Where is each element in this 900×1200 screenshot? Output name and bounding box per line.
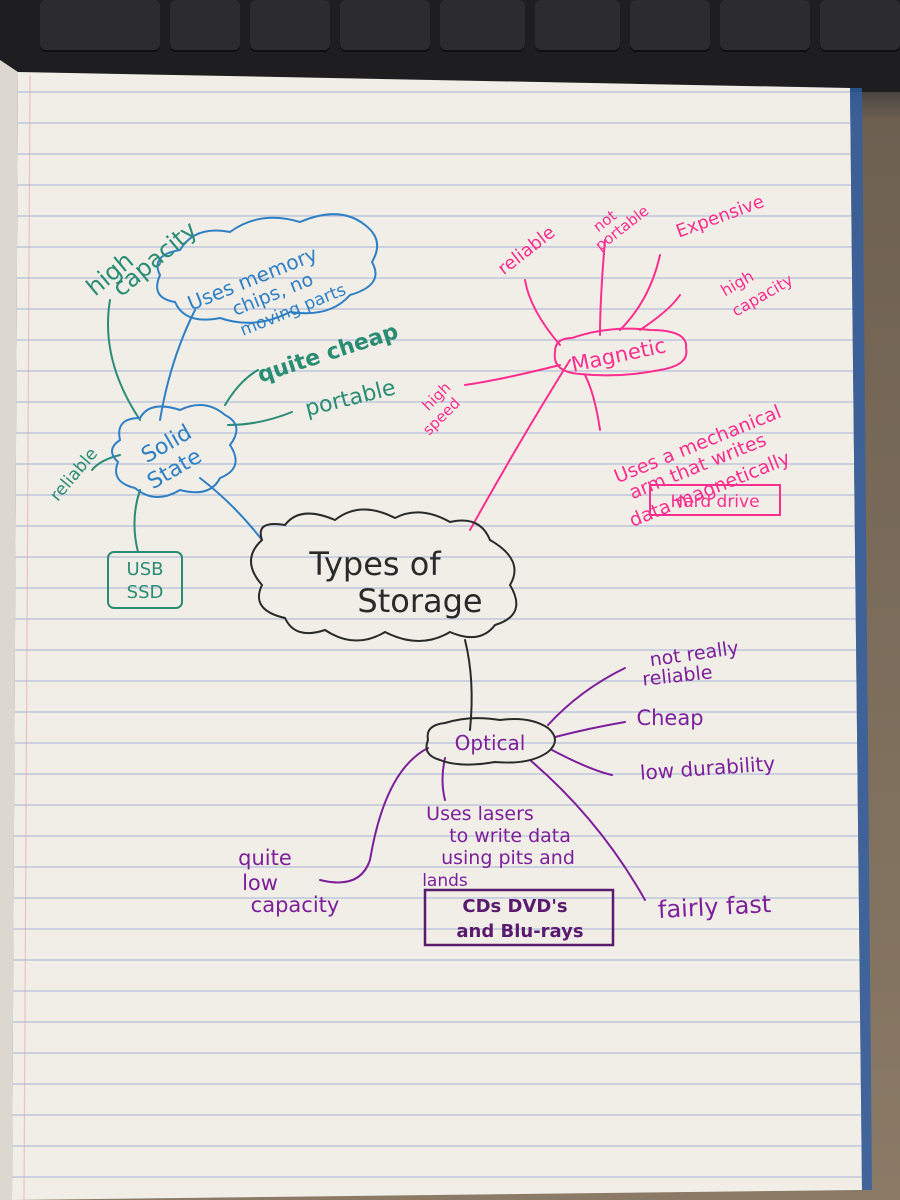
keyboard-key xyxy=(440,0,525,50)
optical-lowcap-line1: quite xyxy=(238,846,292,870)
connector-magnetic-to-expensive xyxy=(619,254,661,331)
magnetic-example-box xyxy=(649,484,781,516)
connector-optical-to-cheap xyxy=(554,721,626,738)
connector-magnetic-to-arm xyxy=(584,374,601,431)
connector-magnetic-to-reliable xyxy=(524,279,561,346)
optical-examples-box xyxy=(423,888,615,947)
optical-label: Optical xyxy=(455,731,526,755)
solid-example-usb: USB xyxy=(127,559,164,580)
connector-center-to-optical xyxy=(464,639,473,731)
keyboard-key xyxy=(720,0,810,50)
solid-examples-box xyxy=(107,551,183,609)
connector-optical-to-durability xyxy=(551,749,613,776)
keyboard-key xyxy=(820,0,900,50)
optical-lasers-line1: Uses lasers xyxy=(426,803,534,825)
optical-lowcap-line2: low xyxy=(242,871,278,895)
connector-optical-to-notreliable xyxy=(547,667,626,726)
magnetic-example-label: Hard drive xyxy=(670,492,759,512)
keyboard-key xyxy=(40,0,160,50)
optical-lasers-line4: lands xyxy=(422,871,468,891)
connector-magnetic-to-speed xyxy=(464,364,561,386)
optical-lasers-line3: using pits and xyxy=(441,847,575,869)
keyboard-key xyxy=(630,0,710,50)
connector-solid-to-portable xyxy=(227,411,293,426)
optical-lowcap-line3: capacity xyxy=(251,893,340,917)
optical-cheap-label: Cheap xyxy=(636,706,703,730)
connector-solid-to-reliable xyxy=(91,454,121,471)
connector-optical-to-capacity xyxy=(319,747,429,884)
connector-center-to-magnetic xyxy=(469,359,571,531)
optical-cloud xyxy=(425,717,556,766)
center-title-line1: Types of xyxy=(308,545,441,583)
central-node: Types of Storage xyxy=(250,508,518,642)
connector-solid-to-usb xyxy=(133,489,141,553)
keyboard-key xyxy=(170,0,240,50)
connector-optical-to-fast xyxy=(529,759,646,901)
connector-solid-to-capacity xyxy=(107,299,141,421)
solid-example-ssd: SSD xyxy=(127,582,164,603)
optical-fast-label: fairly fast xyxy=(657,890,772,924)
solid-state-cloud xyxy=(111,404,238,498)
center-title-line2: Storage xyxy=(357,582,482,620)
optical-lasers-line2: to write data xyxy=(449,825,571,847)
keyboard xyxy=(0,0,900,92)
optical-examples-line1: CDs DVD's xyxy=(462,896,567,917)
connector-solid-to-cheap xyxy=(224,369,259,406)
keyboard-key xyxy=(340,0,430,50)
keyboard-key xyxy=(535,0,620,50)
optical-examples-line2: and Blu-rays xyxy=(456,921,583,942)
memory-cloud xyxy=(156,213,379,324)
connector-solid-to-center xyxy=(199,477,263,541)
connector-magnetic-to-notportable xyxy=(599,239,606,336)
connector-magnetic-to-capacity xyxy=(639,294,681,331)
central-cloud-shape xyxy=(250,508,518,642)
keyboard-key xyxy=(250,0,330,50)
notebook-page xyxy=(0,60,872,1200)
magnetic-cloud xyxy=(553,327,688,377)
